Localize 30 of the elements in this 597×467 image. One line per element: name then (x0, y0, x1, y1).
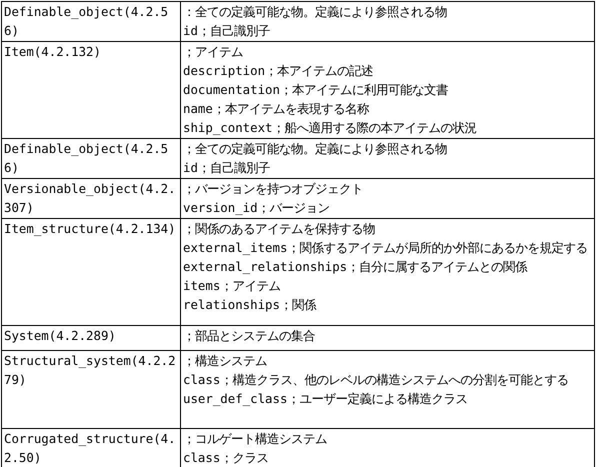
entity-name: Definable_object(4.2.56) (4, 140, 170, 177)
attribute-text: version_id；バージョン (183, 199, 331, 217)
entity-name: Item_structure(4.2.134) (4, 220, 177, 238)
attribute-text: name；本アイテムを表現する名称 (183, 100, 370, 118)
attribute-text: ；部品とシステムの集合 (183, 327, 316, 345)
entity-name: Structural_system(4.2.279) (4, 352, 177, 389)
attribute-text: ；バージョンを持つオブジェクト (183, 180, 364, 198)
attribute-text: ；構造システム (183, 352, 268, 370)
entity-name: Item(4.2.132) (4, 43, 102, 61)
entity-name: Corrugated_structure(4.2.50) (4, 430, 177, 467)
attribute-text: external_relationships；自分に属するアイテムとの関係 (183, 258, 528, 276)
attribute-text: documentation；本アイテムに利用可能な文書 (183, 81, 449, 99)
attribute-text: class；クラス (183, 449, 270, 467)
attribute-text: id；自己識別子 (183, 159, 271, 177)
entity-name: Definable_object(4.2.56) (4, 3, 170, 40)
attribute-text: user_def_class；ユーザー定義による構造クラス (183, 390, 468, 408)
attribute-text: items；アイテム (183, 277, 282, 295)
attribute-text: ：全ての定義可能な物。定義により参照される物 (183, 3, 448, 21)
entity-name: System(4.2.289) (4, 327, 117, 345)
attribute-text: ship_context；船へ適用する際の本アイテムの状況 (183, 119, 478, 137)
attribute-text: ；アイテム (183, 43, 244, 61)
attribute-text: ；コルゲート構造システム (183, 430, 328, 448)
attribute-text: ；全ての定義可能な物。定義により参照される物 (183, 140, 448, 158)
attribute-text: class；構造クラス、他のレベルの構造システムへの分割を可能とする (183, 371, 570, 389)
attribute-text: id；自己識別子 (183, 22, 271, 40)
entity-name: Versionable_object(4.2.307) (4, 180, 177, 217)
attribute-text: ；関係のあるアイテムを保持する物 (183, 220, 376, 238)
attribute-text: external_items；関係するアイテムが局所的か外部にあるかを規定する (183, 239, 588, 257)
attribute-text: description；本アイテムの記述 (183, 62, 374, 80)
attribute-text: relationships；関係 (183, 296, 318, 314)
